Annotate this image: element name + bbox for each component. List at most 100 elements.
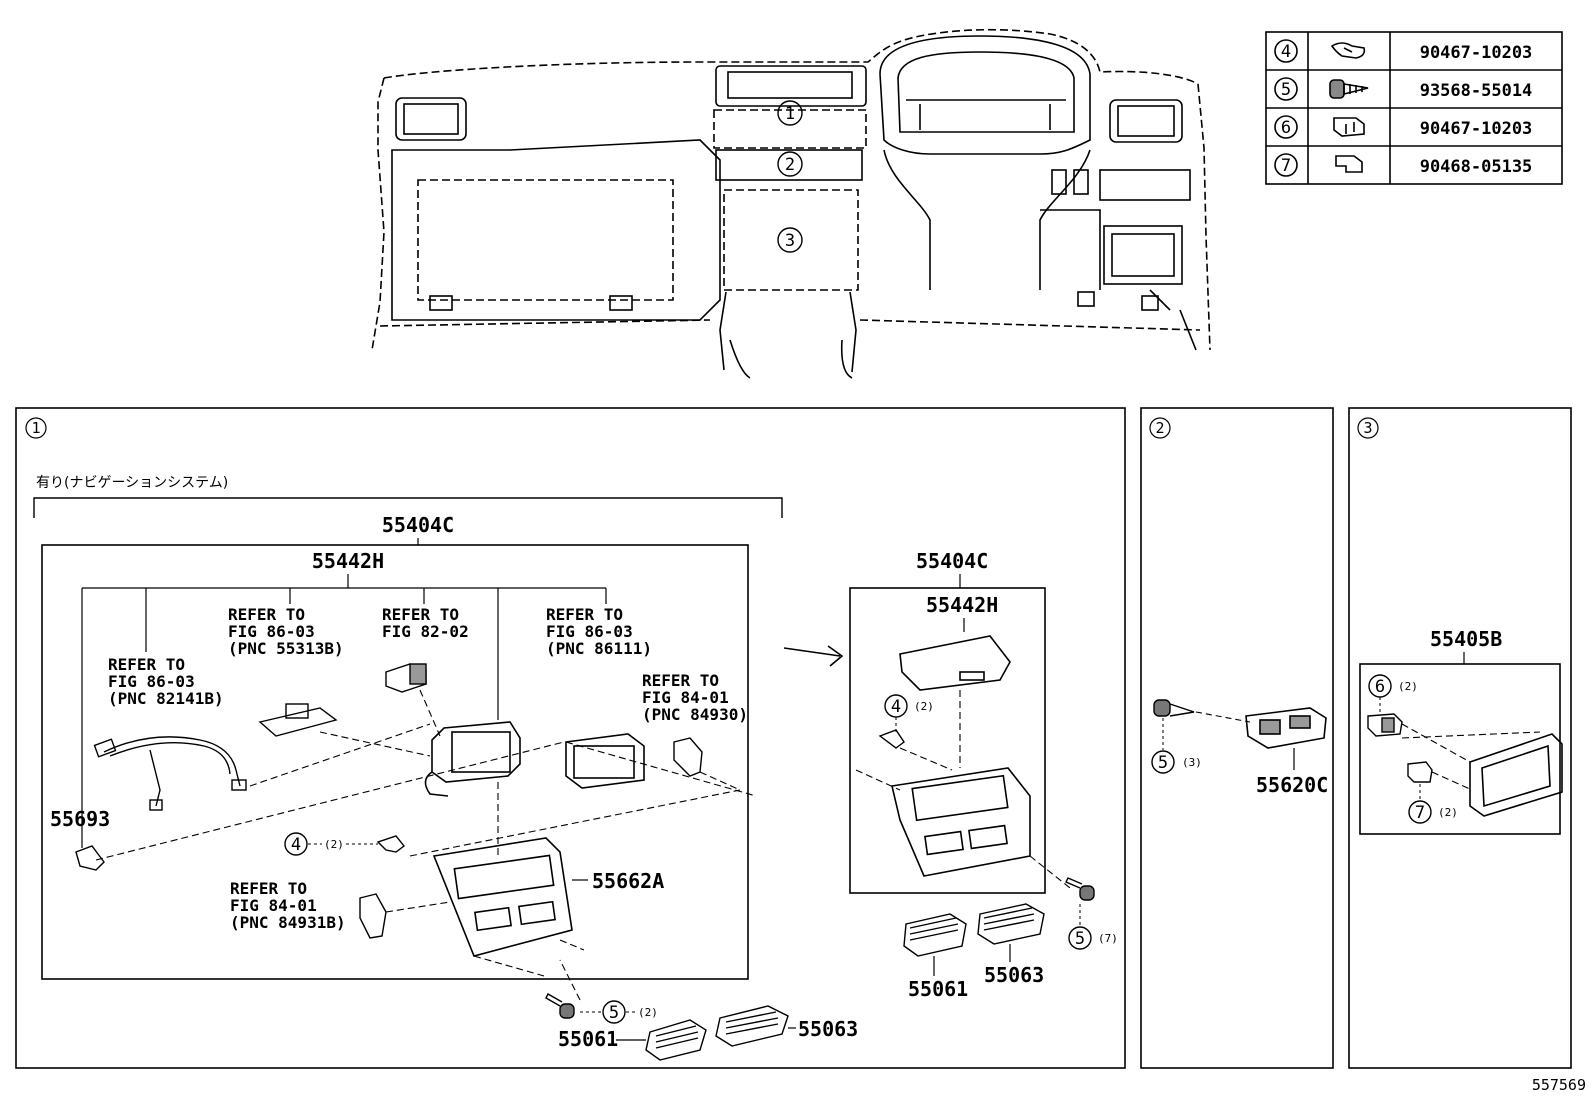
svg-text:FIG 84-01: FIG 84-01 <box>642 688 729 707</box>
table-part-6: 90467-10203 <box>1420 119 1533 139</box>
alt-clip-4-drawing <box>878 729 905 749</box>
screw-5-drawing-s2 <box>1153 699 1195 717</box>
refer-note-84931b: REFER TO FIG 84-01 (PNC 84931B) <box>230 879 346 932</box>
part-55061-label: 55061 <box>558 1027 618 1051</box>
svg-text:REFER TO: REFER TO <box>230 879 307 898</box>
fastener-table: 4 90467-10203 5 93568-55014 6 90467-1020… <box>1265 31 1563 185</box>
callout-4: 4 <box>291 835 301 855</box>
s2-callout-5-qty: (3) <box>1182 756 1202 769</box>
figure-code: 557569 <box>1532 1076 1586 1094</box>
alt-guide-lines <box>855 690 1071 889</box>
display-unit-drawing <box>424 721 521 797</box>
table-part-5: 93568-55014 <box>1420 81 1533 101</box>
part-55662a-label: 55662A <box>592 869 664 893</box>
vent-55063-drawing <box>715 1005 789 1047</box>
svg-text:(PNC 84931B): (PNC 84931B) <box>230 913 346 932</box>
screw-icon <box>1329 79 1369 99</box>
sub-label-55442h: 55442H <box>312 549 384 573</box>
svg-text:(PNC 84930): (PNC 84930) <box>642 705 748 724</box>
svg-text:FIG 86-03: FIG 86-03 <box>228 622 315 641</box>
callout-4-qty: (2) <box>324 838 344 851</box>
vent-55061-drawing <box>645 1019 707 1061</box>
svg-text:REFER TO: REFER TO <box>108 655 185 674</box>
nav-screen-drawing <box>565 733 645 789</box>
refer-note-86111: REFER TO FIG 86-03 (PNC 86111) <box>546 605 652 658</box>
s3-callout-6-qty: (2) <box>1398 680 1418 693</box>
bezel-55405b-drawing <box>1469 733 1563 817</box>
svg-text:REFER TO: REFER TO <box>642 671 719 690</box>
section-2-panel: 2 55620C 5 (3) <box>1140 407 1334 1069</box>
alt-vent-55061-drawing <box>903 913 967 957</box>
clip-7-drawing <box>1407 761 1433 783</box>
clip-icon <box>1335 155 1363 173</box>
dashboard-overview: 1 2 3 <box>371 28 1211 379</box>
switch-board-drawing <box>258 703 338 737</box>
wire-harness-drawing <box>93 736 247 811</box>
svg-text:FIG 86-03: FIG 86-03 <box>108 672 195 691</box>
cover-55442h-drawing <box>899 635 1011 691</box>
alt-callout-5: 5 <box>1075 929 1085 949</box>
alt-part-55063-label: 55063 <box>984 963 1044 987</box>
s3-guide-lines <box>1401 723 1541 791</box>
svg-text:FIG 82-02: FIG 82-02 <box>382 622 469 641</box>
s2-callout-5: 5 <box>1158 753 1168 773</box>
section-3-marker: 3 <box>1363 419 1372 437</box>
alt-callout-5-qty: (7) <box>1098 932 1118 945</box>
table-ref-6: 6 <box>1281 118 1291 138</box>
table-part-4: 90467-10203 <box>1420 43 1533 63</box>
alt-part-55061-label: 55061 <box>908 977 968 1001</box>
connector-drawing <box>385 663 427 693</box>
section-3-panel: 3 55405B 6 (2) 7 (2) <box>1348 407 1572 1069</box>
svg-text:REFER TO: REFER TO <box>382 605 459 624</box>
assy-label-55405b: 55405B <box>1430 627 1502 651</box>
table-ref-7: 7 <box>1281 156 1291 176</box>
clip-4-drawing <box>376 835 405 853</box>
part-55693-drawing <box>75 845 105 871</box>
part-55063-label: 55063 <box>798 1017 858 1041</box>
callout-5: 5 <box>609 1003 619 1023</box>
svg-text:FIG 86-03: FIG 86-03 <box>546 622 633 641</box>
table-ref-4: 4 <box>1281 42 1291 62</box>
s3-callout-6: 6 <box>1375 677 1385 697</box>
clip-icon <box>1330 42 1366 59</box>
s3-callout-7: 7 <box>1415 803 1425 823</box>
overview-callout-1: 1 <box>785 104 795 124</box>
clip-icon <box>1333 117 1365 137</box>
part-55620c-label: 55620C <box>1256 773 1328 797</box>
alt-assy-label-55404c: 55404C <box>916 549 988 573</box>
bracket-drawing <box>673 737 703 777</box>
callout-5-qty: (2) <box>638 1006 658 1019</box>
alt-vent-55063-drawing <box>977 903 1045 945</box>
overview-callout-3: 3 <box>785 231 795 251</box>
assembly-guide-lines <box>95 689 757 1001</box>
panel-55662a-drawing <box>432 837 573 957</box>
section-2-marker: 2 <box>1155 419 1164 437</box>
arrow-right-icon <box>783 645 844 667</box>
refer-note-82141b: REFER TO FIG 86-03 (PNC 82141B) <box>108 655 224 708</box>
svg-text:(PNC 86111): (PNC 86111) <box>546 639 652 658</box>
svg-text:(PNC 55313B): (PNC 55313B) <box>228 639 344 658</box>
screw-5-drawing <box>545 993 575 1019</box>
table-part-7: 90468-05135 <box>1420 157 1533 177</box>
alt-callout-4: 4 <box>891 697 901 717</box>
svg-text:REFER TO: REFER TO <box>228 605 305 624</box>
s3-callout-7-qty: (2) <box>1438 806 1458 819</box>
refer-note-fig-82-02: REFER TO FIG 82-02 <box>382 605 469 641</box>
option-note: 有り(ナビゲーションシステム) <box>36 475 228 491</box>
section-1-marker: 1 <box>31 419 40 437</box>
refer-note-55313b: REFER TO FIG 86-03 (PNC 55313B) <box>228 605 344 658</box>
alt-screw-5-drawing <box>1065 877 1095 901</box>
svg-text:REFER TO: REFER TO <box>546 605 623 624</box>
clip-6-drawing <box>1367 713 1403 737</box>
bracket-84931b-drawing <box>359 893 387 939</box>
svg-text:(PNC 82141B): (PNC 82141B) <box>108 689 224 708</box>
alt-panel-drawing <box>891 767 1031 877</box>
alt-sub-label-55442h: 55442H <box>926 593 998 617</box>
table-ref-5: 5 <box>1281 80 1291 100</box>
svg-text:FIG 84-01: FIG 84-01 <box>230 896 317 915</box>
refer-note-84930: REFER TO FIG 84-01 (PNC 84930) <box>642 671 748 724</box>
part-55693-label: 55693 <box>50 807 110 831</box>
section-1-panel: 1 有り(ナビゲーションシステム) 55404C 55442H REFER TO… <box>15 407 1126 1069</box>
alt-callout-4-qty: (2) <box>914 700 934 713</box>
assy-label-55404c: 55404C <box>382 513 454 537</box>
